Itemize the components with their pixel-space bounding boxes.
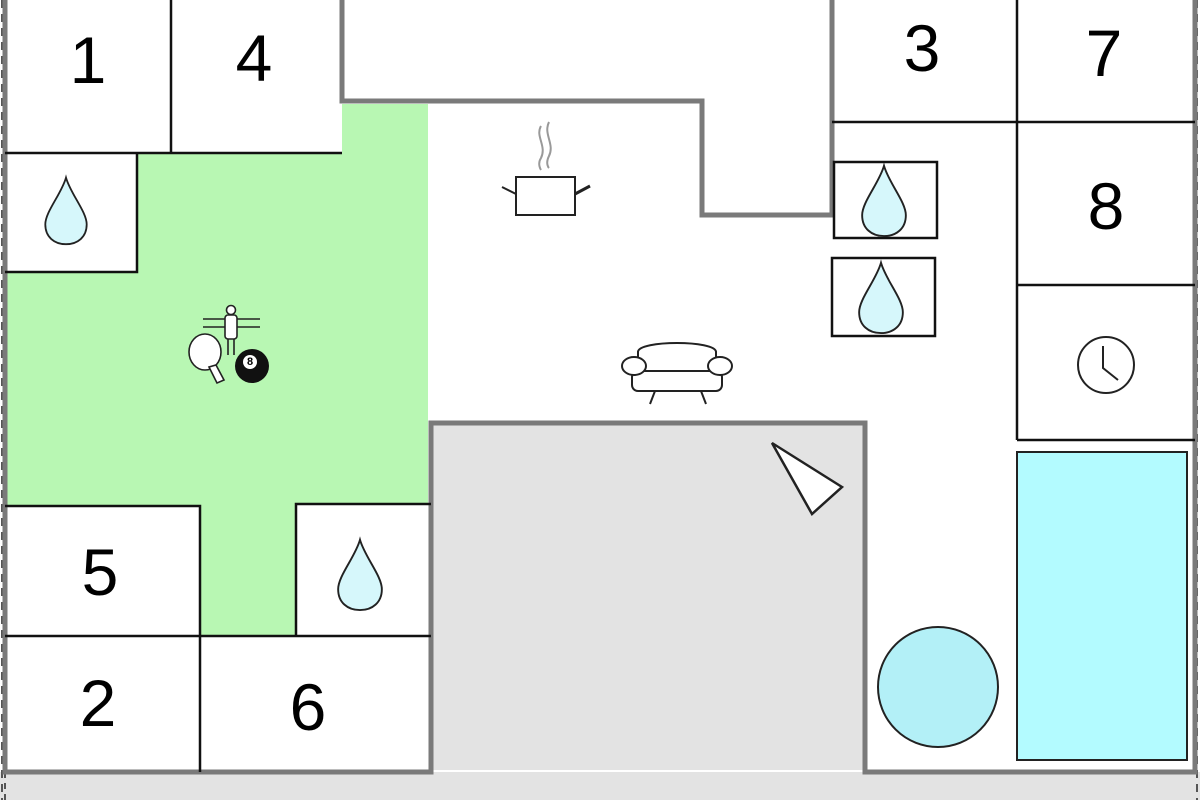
room-label-1: 1 bbox=[70, 23, 107, 97]
room-label-3: 3 bbox=[904, 11, 941, 85]
swimming-pool bbox=[1016, 451, 1188, 761]
room-walls bbox=[5, 0, 1195, 772]
terrace-triangle-icon bbox=[770, 441, 845, 516]
room-label-6: 6 bbox=[290, 670, 327, 744]
room-label-4: 4 bbox=[236, 21, 273, 95]
billiard-ball-label: 8 bbox=[247, 356, 253, 368]
clock-icon bbox=[1077, 336, 1135, 394]
exterior-walls bbox=[2, 0, 1198, 775]
whirlpool bbox=[877, 626, 999, 748]
sofa-icon bbox=[621, 342, 733, 405]
room-label-8: 8 bbox=[1088, 169, 1125, 243]
billiard-ball-icon: 8 bbox=[235, 349, 269, 383]
room-label-7: 7 bbox=[1086, 16, 1123, 90]
outdoor-bottom-strip bbox=[0, 772, 1200, 800]
table-football-icon bbox=[203, 304, 260, 355]
table-tennis-icon bbox=[188, 333, 226, 385]
room-label-5: 5 bbox=[82, 535, 119, 609]
room-label-2: 2 bbox=[80, 666, 117, 740]
cooking-pot-icon bbox=[501, 121, 591, 216]
